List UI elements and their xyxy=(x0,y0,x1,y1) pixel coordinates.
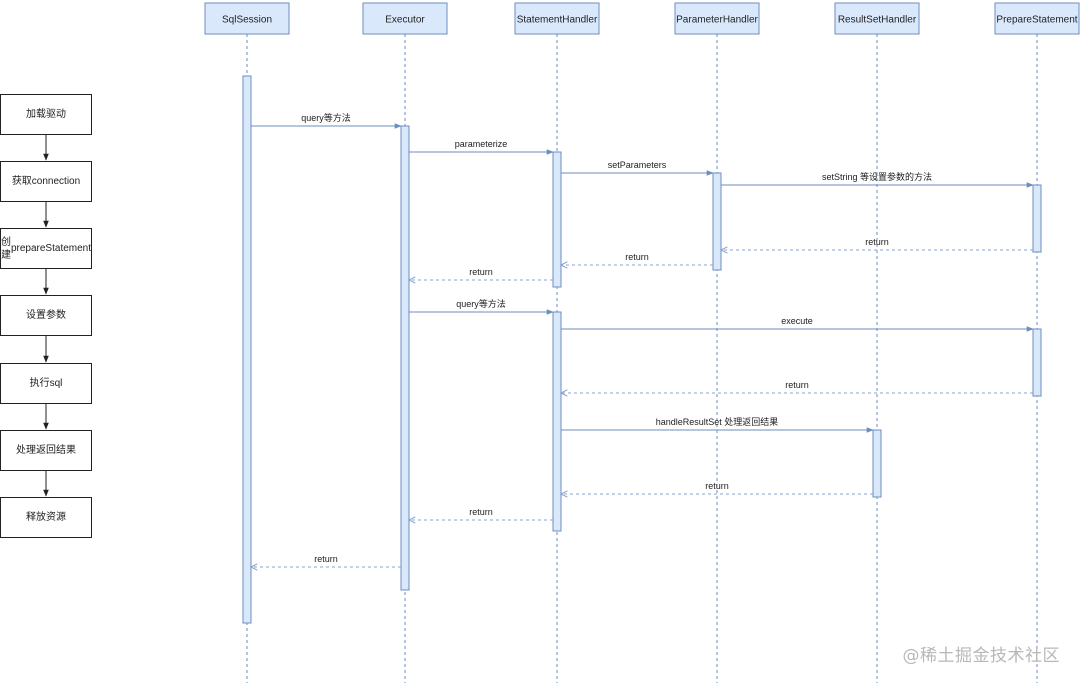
participant-0: SqlSession xyxy=(204,2,290,35)
flow-step-5: 处理返回结果 xyxy=(0,430,92,471)
participant-5: PrepareStatement xyxy=(994,2,1080,35)
message-label: setString 等设置参数的方法 xyxy=(822,171,932,182)
message-2: setParameters xyxy=(561,160,714,176)
flow-step-6: 释放资源 xyxy=(0,497,92,538)
message-label: query等方法 xyxy=(456,298,506,309)
participant-2: StatementHandler xyxy=(514,2,600,35)
message-label: return xyxy=(469,267,493,277)
participant-label: Executor xyxy=(385,15,425,26)
message-label: query等方法 xyxy=(301,112,351,123)
message-7: query等方法 xyxy=(409,298,554,315)
activation-bar-0 xyxy=(242,75,252,624)
activation-bar-7 xyxy=(872,429,882,498)
message-11: return xyxy=(561,481,873,494)
activation-bar-2 xyxy=(552,151,562,288)
participant-3: ParameterHandler xyxy=(674,2,760,35)
message-label: return xyxy=(314,554,338,564)
flow-step-4: 执行sql xyxy=(0,363,92,404)
flow-step-label: 执行sql xyxy=(29,378,63,389)
message-label: return xyxy=(625,252,649,262)
message-5: return xyxy=(561,252,713,265)
message-label: parameterize xyxy=(455,139,508,149)
message-label: return xyxy=(785,380,809,390)
flow-step-label: 设置参数 xyxy=(26,310,66,321)
message-label: execute xyxy=(781,316,813,326)
message-0: query等方法 xyxy=(251,112,402,129)
activation-bar-4 xyxy=(712,172,722,271)
participant-label: SqlSession xyxy=(222,15,272,26)
message-10: handleResultSet 处理返回结果 xyxy=(561,416,874,433)
message-label: setParameters xyxy=(608,160,667,170)
participant-label: ResultSetHandler xyxy=(838,15,917,26)
message-12: return xyxy=(409,507,553,520)
message-8: execute xyxy=(561,316,1034,332)
flow-step-1: 获取connection xyxy=(0,161,92,202)
message-4: return xyxy=(721,237,1033,250)
activation-bar-3 xyxy=(552,311,562,532)
participant-label: StatementHandler xyxy=(517,15,598,26)
participant-box xyxy=(834,2,920,35)
participant-label: PrepareStatement xyxy=(996,15,1077,26)
participant-box xyxy=(674,2,760,35)
participant-box xyxy=(994,2,1080,35)
activation-bar-1 xyxy=(400,125,410,591)
participant-box xyxy=(362,2,448,35)
participant-1: Executor xyxy=(362,2,448,35)
participant-label: ParameterHandler xyxy=(676,15,758,26)
message-9: return xyxy=(561,380,1033,393)
message-label: return xyxy=(705,481,729,491)
message-label: handleResultSet 处理返回结果 xyxy=(656,416,779,427)
message-13: return xyxy=(251,554,401,567)
participant-box xyxy=(514,2,600,35)
flow-step-label: 释放资源 xyxy=(26,512,66,523)
flow-step-label: 获取connection xyxy=(11,176,81,187)
activation-bar-6 xyxy=(1032,328,1042,397)
flow-step-3: 设置参数 xyxy=(0,295,92,336)
flow-step-label: 创建 xyxy=(0,236,11,261)
message-3: setString 等设置参数的方法 xyxy=(721,171,1034,188)
flow-step-0: 加载驱动 xyxy=(0,94,92,135)
flow-step-label: 处理返回结果 xyxy=(16,445,76,456)
message-label: return xyxy=(865,237,889,247)
message-1: parameterize xyxy=(409,139,554,155)
participant-box xyxy=(204,2,290,35)
activation-bar-5 xyxy=(1032,184,1042,253)
flow-step-label: 加载驱动 xyxy=(26,109,66,120)
flow-step-label: prepareStatement xyxy=(10,243,92,254)
message-6: return xyxy=(409,267,553,280)
watermark: @稀土掘金技术社区 xyxy=(902,646,1060,666)
participant-4: ResultSetHandler xyxy=(834,2,920,35)
message-label: return xyxy=(469,507,493,517)
